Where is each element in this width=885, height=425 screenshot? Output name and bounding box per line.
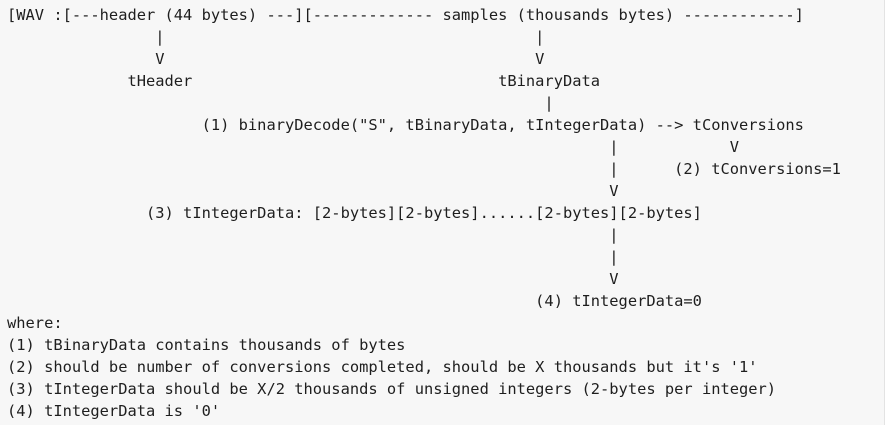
diagram-line-conversions: | (2) tConversions=1 [7, 160, 841, 178]
diagram-line-integer-data: (3) tIntegerData: [2-bytes][2-bytes]....… [7, 204, 702, 222]
diagram-line-pipe-4b: | [7, 248, 619, 266]
diagram-line-binary-decode: (1) binaryDecode("S", tBinaryData, tInte… [7, 116, 804, 134]
diagram-line-arrow-3: V [7, 182, 619, 200]
diagram-line-wav-layout: [WAV :[---header (44 bytes) ---][-------… [7, 6, 804, 24]
diagram-line-pipes-1: | | [7, 28, 545, 46]
diagram-line-pipe-arrow: | V [7, 138, 740, 156]
note-item-4: (4) tIntegerData is '0' [7, 402, 221, 420]
notes-heading: where: [7, 314, 63, 332]
diagram-line-pipe-2: | [7, 94, 554, 112]
diagram-line-arrow-4: V [7, 270, 619, 288]
diagram-line-arrows-1: V V [7, 50, 545, 68]
note-item-2: (2) should be number of conversions comp… [7, 358, 758, 376]
diagram-line-integer-zero: (4) tIntegerData=0 [7, 292, 702, 310]
note-item-1: (1) tBinaryData contains thousands of by… [7, 336, 406, 354]
diagram-line-variable-names: tHeader tBinaryData [7, 72, 601, 90]
diagram-line-pipe-4a: | [7, 226, 619, 244]
note-item-3: (3) tIntegerData should be X/2 thousands… [7, 380, 777, 398]
